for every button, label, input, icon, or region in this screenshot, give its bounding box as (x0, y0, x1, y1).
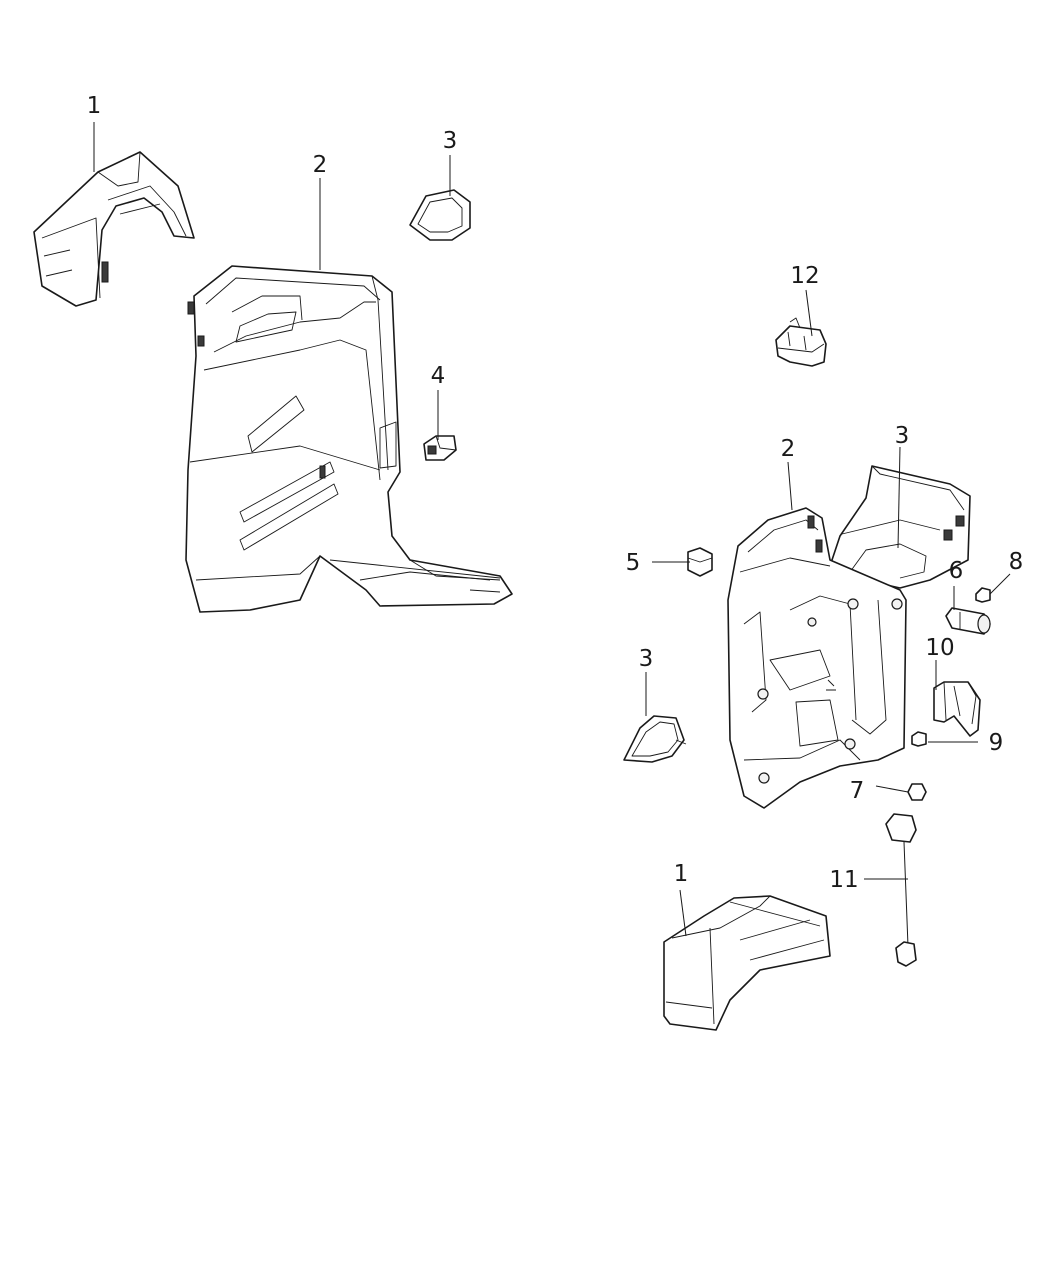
callout-right-2: 2 (781, 436, 796, 462)
callout-right-12: 12 (790, 263, 819, 289)
part-3-right-bezel (623, 715, 687, 763)
part-2-left-quarter-panel (185, 265, 513, 613)
part-2-right-quarter-panel (727, 507, 907, 809)
part-6-socket (945, 607, 991, 635)
part-11-harness (885, 813, 917, 967)
callout-right-5: 5 (626, 550, 641, 576)
part-10-bracket (933, 681, 981, 737)
part-12-bracket (775, 317, 827, 367)
part-1-left-wheelhouse-trim (33, 151, 195, 307)
callout-right-11: 11 (829, 867, 858, 893)
callout-right-6: 6 (949, 558, 964, 584)
callout-right-3-left: 3 (639, 646, 654, 672)
part-3-left-bezel (409, 189, 471, 241)
callout-left-3: 3 (443, 128, 458, 154)
part-9-clip (911, 731, 927, 747)
leader-lines (93, 122, 1011, 937)
part-7-grommet (907, 783, 927, 801)
callout-right-3-top: 3 (895, 423, 910, 449)
part-3-right-upper-trim (827, 465, 971, 589)
part-8-clip (975, 587, 991, 603)
callout-left-4: 4 (431, 363, 446, 389)
part-5-grommet (687, 547, 713, 577)
part-4-clip (423, 435, 457, 461)
callout-labels: 1 2 3 4 12 2 3 5 6 8 3 10 9 7 1 11 (87, 93, 1024, 893)
callout-left-2: 2 (313, 152, 328, 178)
part-1-right-wheelhouse-trim (663, 895, 831, 1031)
callout-right-8: 8 (1009, 549, 1024, 575)
callout-right-7: 7 (850, 778, 865, 804)
callout-left-1: 1 (87, 93, 102, 119)
callout-right-10: 10 (925, 635, 954, 661)
callout-right-1: 1 (674, 861, 689, 887)
callout-right-9: 9 (989, 730, 1004, 756)
